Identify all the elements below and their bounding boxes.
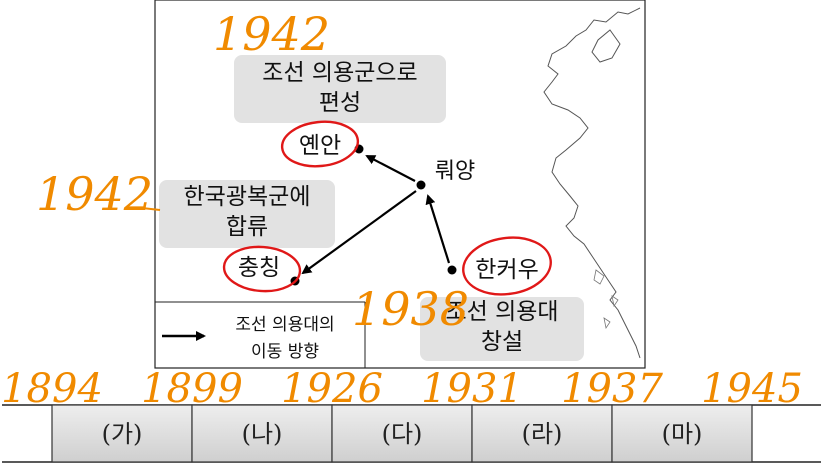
timeline-years: 1894 1899 1926 1931 1937 1945	[1, 366, 803, 412]
place-luoyang: 뤄양	[435, 159, 475, 184]
hankou-label-line1: 조선 의용대	[445, 299, 558, 325]
luoyang-dot	[416, 180, 426, 190]
timeline-segment	[331, 404, 473, 463]
circle-yanan	[280, 120, 360, 168]
chongqing-label-line2: 합류	[226, 214, 268, 240]
arrow-luoyang-to-chongqing	[301, 190, 417, 275]
yanan-label-line2: 편성	[319, 90, 361, 116]
timeline-segment	[191, 404, 333, 463]
handwritten-year-left: 1942	[36, 167, 153, 221]
circle-chongqing	[222, 245, 302, 293]
timeline-year-label: 1894	[1, 366, 103, 412]
coastline	[543, 7, 641, 359]
hankou-label-line2: 창설	[481, 329, 523, 355]
handwritten-underline-left	[141, 207, 161, 211]
timeline-year-label: 1945	[701, 366, 803, 412]
place-chongqing: 충칭	[238, 255, 280, 281]
yanan-label-box	[234, 55, 446, 123]
timeline-segment-label: (마)	[662, 420, 703, 448]
handwritten-underline-top	[305, 43, 323, 50]
coastline-islands	[593, 269, 619, 330]
timeline-year-label: 1931	[421, 366, 523, 412]
timeline-segment-label: (다)	[382, 420, 423, 448]
chongqing-label-line1: 한국광복군에	[184, 184, 311, 210]
timeline-year-label: 1926	[281, 366, 383, 412]
timeline-segment-label: (라)	[522, 420, 563, 448]
place-yanan: 옌안	[299, 133, 341, 159]
arrow-hankou-to-luoyang	[425, 194, 451, 264]
legend-line2: 이동 방향	[251, 342, 319, 362]
handwritten-year-bottom: 1938	[352, 282, 469, 336]
timeline-year-label: 1899	[141, 366, 243, 412]
timeline-segments: (가) (나) (다) (라) (마)	[51, 404, 753, 463]
timeline-segment-label: (나)	[242, 420, 283, 448]
timeline-segment	[471, 404, 613, 463]
hankou-dot	[447, 265, 457, 275]
hankou-label-box	[420, 297, 584, 361]
timeline-segment-label: (가)	[102, 420, 143, 448]
coastline-peninsula	[591, 29, 621, 63]
timeline-year-label: 1937	[561, 366, 663, 412]
place-hankou: 한커우	[475, 257, 538, 283]
arrow-luoyang-to-yanan	[365, 155, 416, 182]
circle-hankou	[462, 236, 552, 296]
legend-line1: 조선 의용대의	[235, 315, 334, 335]
handwritten-year-top: 1942	[213, 7, 330, 61]
yanan-label-line1: 조선 의용군으로	[262, 60, 417, 86]
timeline-segment	[611, 404, 753, 463]
chongqing-label-box	[159, 180, 335, 248]
